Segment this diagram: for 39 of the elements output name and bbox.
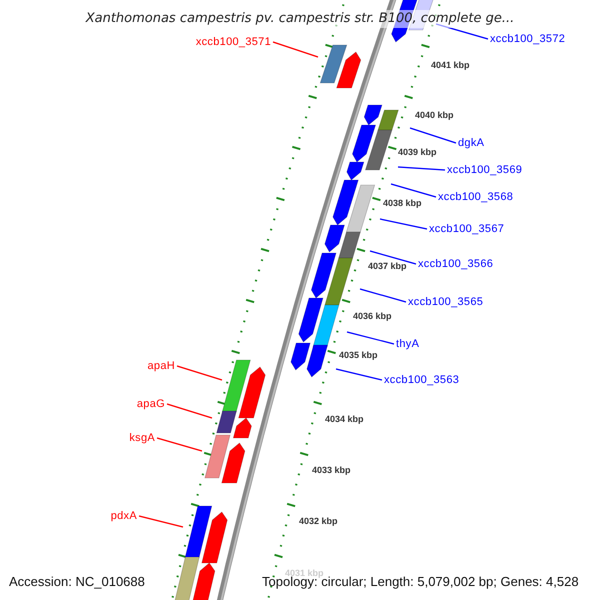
leader-line [410, 127, 456, 144]
leader-line [272, 41, 318, 58]
leader-line [360, 288, 406, 303]
gene-label: apaG [136, 397, 165, 411]
scale-label: 4040 kbp [415, 109, 454, 122]
leader-line [336, 368, 382, 381]
leader-line [156, 437, 202, 452]
gene-label: xccb100_3569 [447, 163, 522, 177]
scale-label: 4036 kbp [353, 310, 392, 323]
leader-line [138, 515, 184, 528]
gene-label: xccb100_3565 [408, 295, 484, 309]
gene-label: xccb100_3568 [438, 190, 514, 204]
gene-label: xccb100_3567 [429, 222, 504, 236]
gene-label: thyA [396, 337, 420, 351]
leader-line [380, 218, 428, 230]
info-text: Accession: NC_010688 [9, 575, 145, 589]
gene-label: apaH [148, 359, 175, 373]
gene-label: ksgA [129, 431, 155, 445]
scale-label: 4032 kbp [299, 515, 338, 528]
leader-line [346, 331, 394, 345]
scale-label: 4038 kbp [383, 197, 422, 210]
leader-line [436, 23, 488, 40]
gene-label: xccb100_3571 [196, 35, 271, 49]
scale-label: 4041 kbp [431, 59, 470, 72]
leader-line [176, 365, 222, 381]
gene-label: xccb100_3563 [384, 373, 460, 387]
leader-line [370, 250, 416, 265]
leader-line [390, 183, 436, 198]
gene-label: dgkA [458, 136, 484, 150]
scale-label: 4039 kbp [398, 146, 437, 159]
leader-line [398, 166, 446, 171]
gene-label: xccb100_3572 [490, 32, 566, 46]
scale-label: 4033 kbp [312, 464, 351, 477]
gene-label: pdxA [110, 509, 137, 523]
scale-label: 4037 kbp [368, 260, 407, 273]
scale-label: 4034 kbp [325, 413, 364, 426]
gene-label: xccb100_3566 [418, 257, 494, 271]
leader-line [166, 403, 212, 419]
scale-label: 4035 kbp [339, 349, 378, 362]
